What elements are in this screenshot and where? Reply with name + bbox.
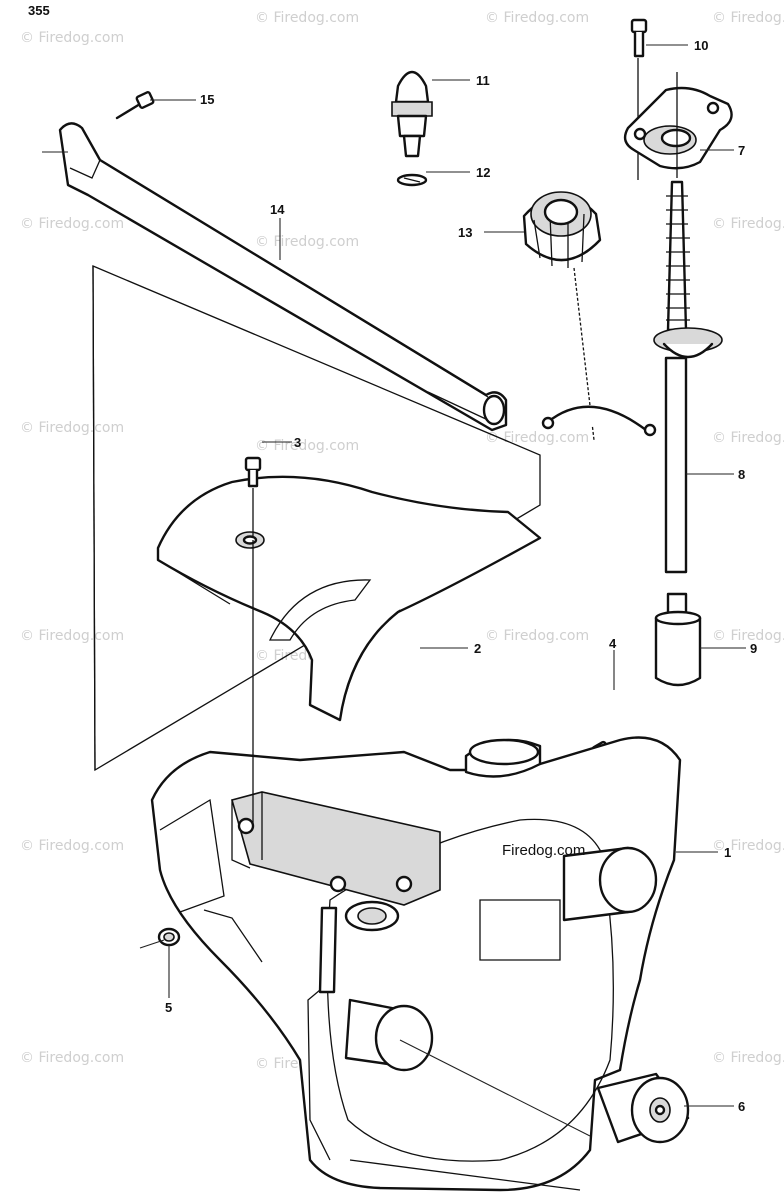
watermark: © Firedog.com bbox=[20, 838, 124, 854]
part-14-cover-plate bbox=[92, 265, 541, 772]
watermark: © Firedog.com bbox=[20, 30, 124, 46]
watermark: © Firedog.com bbox=[485, 430, 589, 446]
callout-2: 2 bbox=[474, 641, 481, 656]
callout-1: 1 bbox=[724, 845, 731, 860]
watermark: © Firedog.com bbox=[255, 10, 359, 26]
part-2-shroud bbox=[156, 475, 542, 722]
part-7-bracket bbox=[623, 72, 733, 178]
callout-8: 8 bbox=[738, 467, 745, 482]
watermark: © Firedog.com bbox=[712, 10, 784, 26]
fuel-neck bbox=[464, 738, 542, 778]
watermark: © Firedog.com bbox=[712, 430, 784, 446]
screw-15 bbox=[115, 91, 155, 120]
watermark: © Firedog.com bbox=[485, 10, 589, 26]
watermark: © Firedog.com bbox=[712, 216, 784, 232]
bearing-boss-right bbox=[562, 846, 658, 922]
bearing-boss-left bbox=[344, 998, 434, 1072]
callout-9: 9 bbox=[750, 641, 757, 656]
watermark: © Firedog.com bbox=[20, 628, 124, 644]
callout-11: 11 bbox=[476, 73, 490, 88]
watermark: © Firedog.com bbox=[712, 628, 784, 644]
page-number: 355 bbox=[28, 3, 50, 18]
part-8-fuel-hose bbox=[653, 180, 723, 574]
callout-3: 3 bbox=[294, 435, 301, 450]
watermark: © Firedog.com bbox=[20, 1050, 124, 1066]
callout-15: 15 bbox=[200, 92, 214, 107]
part-6-bearing bbox=[399, 1039, 690, 1144]
watermark: © Firedog.com bbox=[485, 628, 589, 644]
part-12-clamp bbox=[396, 173, 428, 187]
callout-13: 13 bbox=[458, 225, 472, 240]
watermark: © Firedog.com bbox=[20, 216, 124, 232]
callout-10: 10 bbox=[694, 38, 708, 53]
brand-label: Firedog.com bbox=[502, 842, 585, 859]
part-13-fuel-cap bbox=[522, 191, 657, 441]
part-11-primer-bulb bbox=[391, 70, 433, 158]
callout-5: 5 bbox=[165, 1000, 172, 1015]
watermark: © Firedog.com bbox=[255, 234, 359, 250]
part-1-crankcase bbox=[150, 736, 682, 1192]
watermark: © Firedog.com bbox=[712, 1050, 784, 1066]
callout-6: 6 bbox=[738, 1099, 745, 1114]
screw-10 bbox=[630, 18, 648, 180]
screw-3 bbox=[244, 456, 262, 536]
callout-4: 4 bbox=[609, 636, 617, 651]
watermark: © Firedog.com bbox=[255, 438, 359, 454]
watermark: © Firedog.com bbox=[712, 838, 784, 854]
callout-12: 12 bbox=[476, 165, 490, 180]
callout-14: 14 bbox=[270, 202, 285, 217]
callout-7: 7 bbox=[738, 143, 745, 158]
part-9-fuel-filter bbox=[654, 592, 702, 687]
callout-layer: 15 14 11 12 13 10 7 8 9 3 2 4 1 bbox=[139, 38, 757, 1114]
part-5-nut bbox=[157, 927, 181, 947]
watermark: © Firedog.com bbox=[20, 420, 124, 436]
part-15-handle-tube bbox=[42, 91, 508, 432]
